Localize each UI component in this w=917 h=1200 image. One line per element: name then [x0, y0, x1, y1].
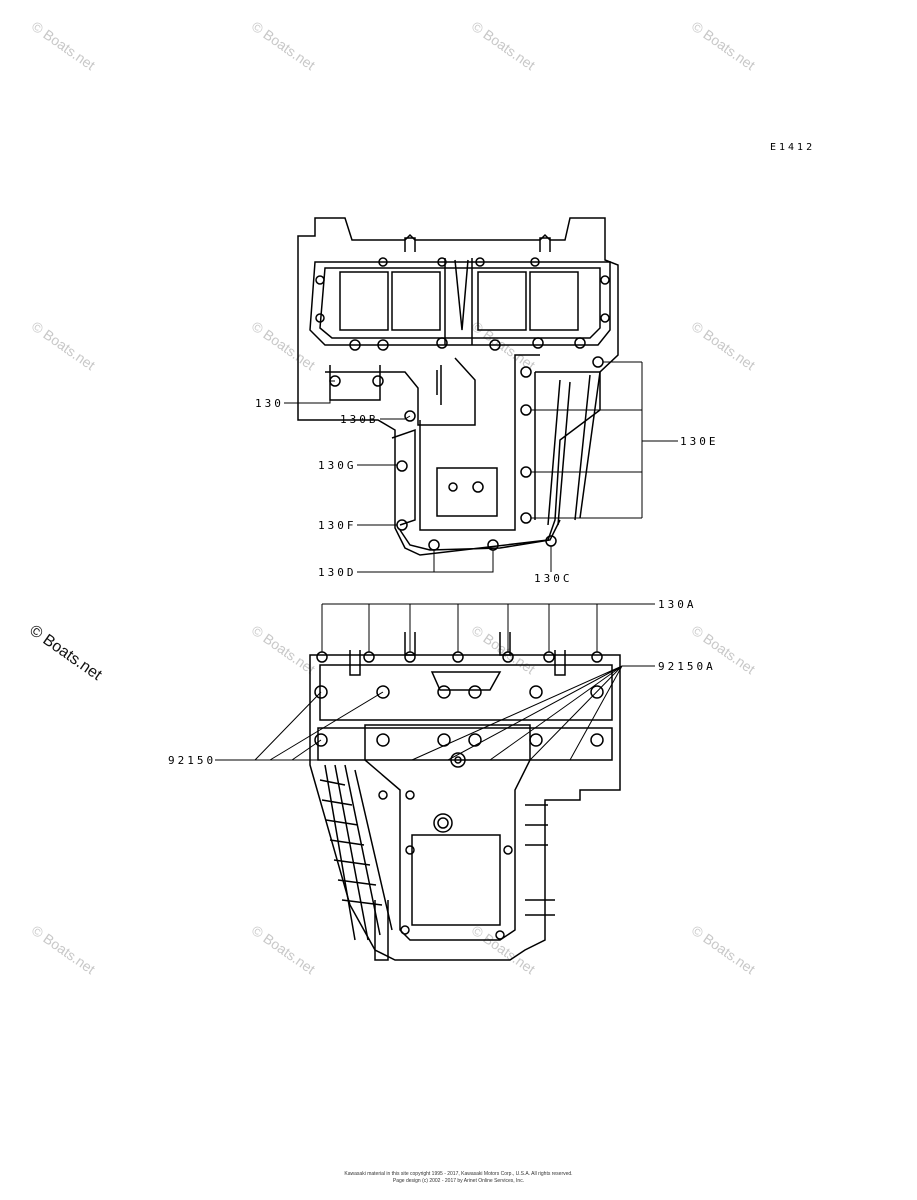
callout-130G: 130G [318, 459, 357, 472]
callout-130A: 130A [658, 598, 697, 611]
lower-bolt-heads [314, 651, 604, 768]
callout-130E: 130E [680, 435, 719, 448]
diagram-code: E1412 [770, 142, 816, 153]
callout-130C: 130C [534, 572, 573, 585]
callout-130F: 130F [318, 519, 357, 532]
callout-130B: 130B [340, 413, 379, 426]
callout-130D: 130D [318, 566, 357, 579]
upper-bolt-heads [315, 257, 610, 551]
leader-lines [215, 361, 678, 761]
callout-labels: 130 130B 130G 130F 130D 130C 130E 130A 9… [168, 397, 719, 767]
page-design-credit: Page design (c) 2002 - 2017 by Arinet On… [392, 1178, 525, 1184]
upper-crankcase-outline [297, 217, 619, 556]
callout-92150: 92150 [168, 754, 216, 767]
lower-crankcase-outline [309, 632, 621, 961]
callout-92150A: 92150A [658, 660, 716, 673]
callout-130: 130 [255, 397, 284, 410]
copyright-line: Kawasaki material in this site copyright… [344, 1171, 573, 1177]
